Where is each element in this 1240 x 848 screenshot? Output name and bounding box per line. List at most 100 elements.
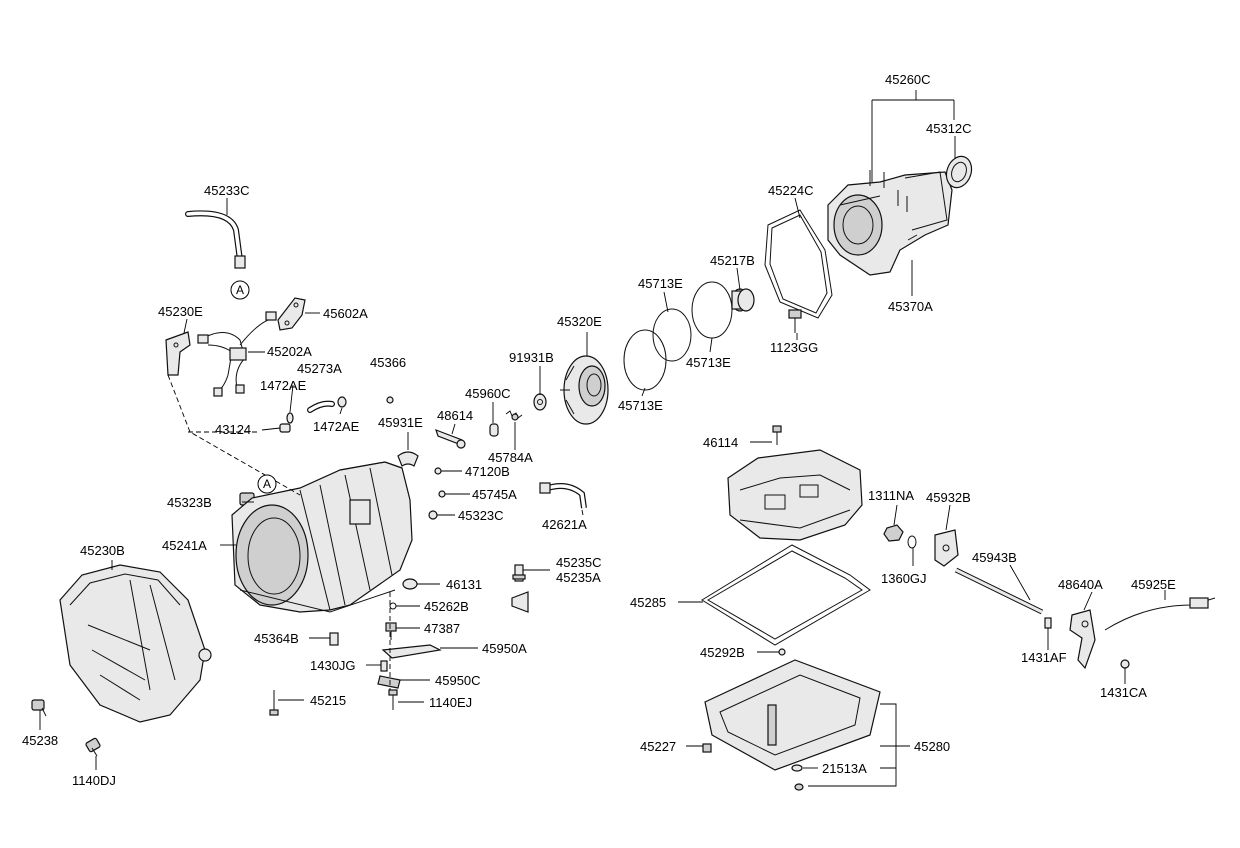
pin-45960c[interactable] bbox=[489, 423, 499, 437]
converter-housing-45230b[interactable] bbox=[59, 564, 212, 723]
pin-1431af[interactable] bbox=[1044, 617, 1052, 629]
label-46114[interactable]: 46114 bbox=[703, 435, 738, 450]
transmission-case-45241a[interactable] bbox=[231, 461, 413, 613]
label-45230e[interactable]: 45230E bbox=[158, 304, 203, 319]
bolt-45227[interactable] bbox=[702, 743, 712, 753]
hose-45273a[interactable] bbox=[307, 400, 335, 413]
reference-marker-a-top[interactable]: A bbox=[230, 280, 250, 300]
ring-45262b[interactable] bbox=[389, 602, 397, 610]
bracket-45950a[interactable] bbox=[381, 644, 442, 659]
bolt-1123gg[interactable] bbox=[788, 309, 802, 333]
label-45230b[interactable]: 45230B bbox=[80, 543, 125, 558]
detent-45931e[interactable] bbox=[397, 451, 419, 467]
label-45370a[interactable]: 45370A bbox=[888, 299, 933, 314]
label-45238[interactable]: 45238 bbox=[22, 733, 58, 748]
wiring-harness-45202a[interactable] bbox=[197, 311, 277, 397]
valve-body-46114[interactable] bbox=[727, 449, 863, 541]
label-45713e-low[interactable]: 45713E bbox=[618, 398, 663, 413]
plug-45364b[interactable] bbox=[329, 632, 339, 646]
label-1430jg[interactable]: 1430JG bbox=[310, 658, 356, 673]
cable-45925e[interactable] bbox=[1104, 597, 1216, 631]
label-45235c[interactable]: 45235C bbox=[556, 555, 602, 570]
label-45925e[interactable]: 45925E bbox=[1131, 577, 1176, 592]
pin-43124[interactable] bbox=[279, 423, 291, 433]
lever-45932b[interactable] bbox=[934, 529, 959, 567]
label-45224c[interactable]: 45224C bbox=[768, 183, 814, 198]
label-48640a[interactable]: 48640A bbox=[1058, 577, 1103, 592]
ring-1360gj[interactable] bbox=[907, 535, 917, 549]
label-1472ae-right[interactable]: 1472AE bbox=[313, 419, 360, 434]
label-45217b[interactable]: 45217B bbox=[710, 253, 755, 268]
label-45235a[interactable]: 45235A bbox=[556, 570, 601, 585]
small-plugs[interactable] bbox=[428, 467, 446, 520]
label-45202a[interactable]: 45202A bbox=[267, 344, 312, 359]
lever-48614[interactable] bbox=[435, 428, 466, 449]
label-1140dj[interactable]: 1140DJ bbox=[72, 773, 116, 788]
bracket-45230e[interactable] bbox=[165, 331, 191, 376]
label-45366[interactable]: 45366 bbox=[370, 355, 406, 370]
harness-42621a[interactable] bbox=[539, 482, 587, 509]
nut-1311na[interactable] bbox=[883, 524, 904, 542]
label-45292b[interactable]: 45292B bbox=[700, 645, 745, 660]
label-45602a[interactable]: 45602A bbox=[323, 306, 368, 321]
label-45323b[interactable]: 45323B bbox=[167, 495, 212, 510]
clamp-1472ae[interactable] bbox=[286, 396, 347, 424]
shaft-45943b[interactable] bbox=[954, 567, 1044, 615]
label-45233c[interactable]: 45233C bbox=[204, 183, 250, 198]
sensor-45235[interactable] bbox=[511, 564, 529, 613]
clip-45950c[interactable] bbox=[377, 675, 401, 689]
bolt-47387[interactable] bbox=[385, 622, 397, 640]
reference-marker-a-case[interactable]: A bbox=[257, 474, 277, 494]
bolt-45370a[interactable] bbox=[907, 234, 918, 241]
bolt-1140dj[interactable] bbox=[85, 737, 101, 757]
oil-pump[interactable] bbox=[560, 355, 609, 425]
label-45215[interactable]: 45215 bbox=[310, 693, 346, 708]
seal-rings[interactable] bbox=[623, 281, 733, 391]
label-1472ae-left[interactable]: 1472AE bbox=[260, 378, 307, 393]
label-45262b[interactable]: 45262B bbox=[424, 599, 469, 614]
label-45312c[interactable]: 45312C bbox=[926, 121, 972, 136]
label-1123gg[interactable]: 1123GG bbox=[770, 340, 818, 355]
label-1431af[interactable]: 1431AF bbox=[1021, 650, 1067, 665]
spring-45784a[interactable] bbox=[505, 410, 523, 421]
label-47387[interactable]: 47387 bbox=[424, 621, 460, 636]
label-42621a[interactable]: 42621A bbox=[542, 517, 587, 532]
washer-91931b[interactable] bbox=[533, 393, 547, 411]
label-45950a[interactable]: 45950A bbox=[482, 641, 527, 656]
label-45931e[interactable]: 45931E bbox=[378, 415, 423, 430]
label-45260c[interactable]: 45260C bbox=[885, 72, 931, 87]
label-45364b[interactable]: 45364B bbox=[254, 631, 299, 646]
label-45320e[interactable]: 45320E bbox=[557, 314, 602, 329]
bracket-45602a[interactable] bbox=[277, 297, 306, 331]
label-45241a[interactable]: 45241A bbox=[162, 538, 207, 553]
label-45943b[interactable]: 45943B bbox=[972, 550, 1017, 565]
label-45745a[interactable]: 45745A bbox=[472, 487, 517, 502]
label-47120b[interactable]: 47120B bbox=[465, 464, 510, 479]
label-1140ej[interactable]: 1140EJ bbox=[429, 695, 472, 710]
label-1311na[interactable]: 1311NA bbox=[868, 488, 914, 503]
label-45784a[interactable]: 45784A bbox=[488, 450, 533, 465]
plug-46131[interactable] bbox=[402, 578, 418, 590]
label-1431ca[interactable]: 1431CA bbox=[1100, 685, 1147, 700]
label-45932b[interactable]: 45932B bbox=[926, 490, 971, 505]
bolt-45238[interactable] bbox=[31, 699, 47, 717]
label-43124[interactable]: 43124 bbox=[215, 422, 251, 437]
bolt-45215[interactable] bbox=[269, 690, 279, 716]
label-45227[interactable]: 45227 bbox=[640, 739, 676, 754]
label-45950c[interactable]: 45950C bbox=[435, 673, 481, 688]
drain-21513a[interactable] bbox=[791, 764, 804, 791]
label-91931b[interactable]: 91931B bbox=[509, 350, 554, 365]
label-46131[interactable]: 46131 bbox=[446, 577, 482, 592]
label-45713e-top[interactable]: 45713E bbox=[638, 276, 683, 291]
breather-hose-45233c[interactable] bbox=[185, 210, 246, 269]
label-21513a[interactable]: 21513A bbox=[822, 761, 867, 776]
bolt-1140ej[interactable] bbox=[388, 689, 398, 710]
label-45285[interactable]: 45285 bbox=[630, 595, 666, 610]
oil-seal-ring[interactable] bbox=[942, 153, 975, 191]
bushing[interactable] bbox=[731, 288, 755, 312]
pan-gasket-45285[interactable] bbox=[701, 544, 871, 646]
label-45280[interactable]: 45280 bbox=[914, 739, 950, 754]
lever-48640a[interactable] bbox=[1069, 609, 1096, 670]
plug-45366[interactable] bbox=[386, 396, 394, 404]
label-45713e-mid[interactable]: 45713E bbox=[686, 355, 731, 370]
